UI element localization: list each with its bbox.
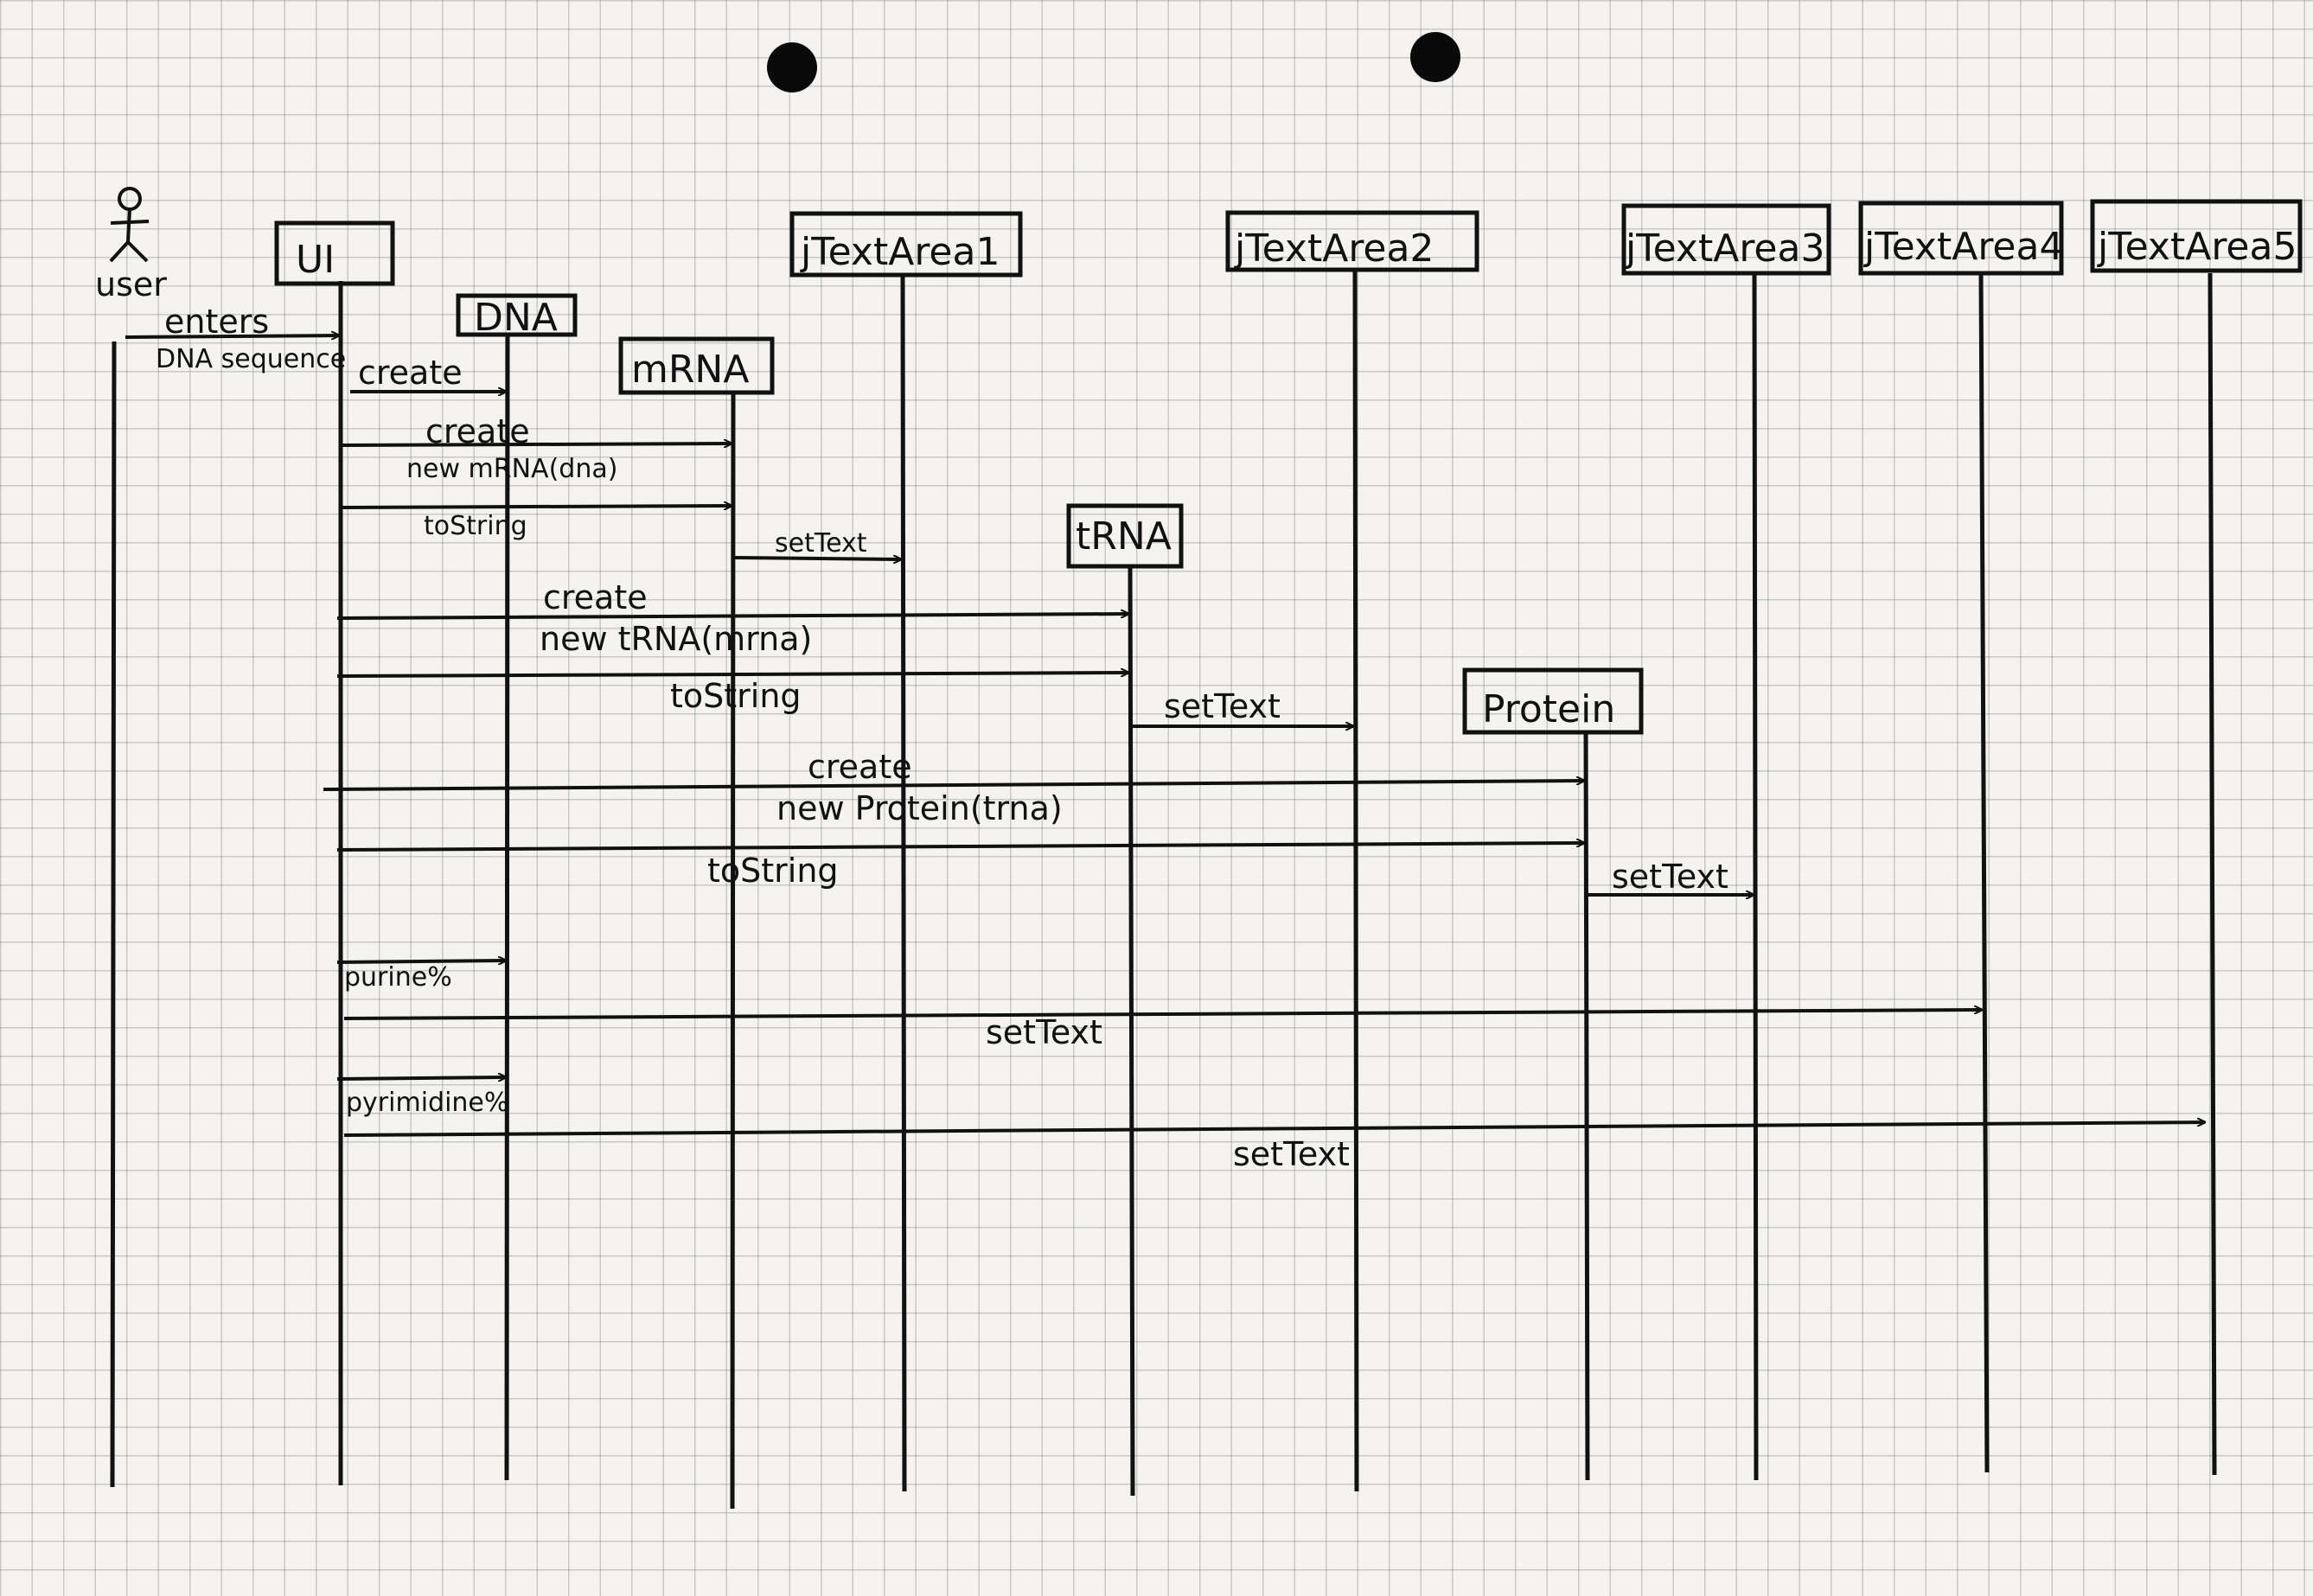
lifeline-jtextarea4 (1978, 272, 1990, 1473)
participant-box-jtextarea4 (1858, 201, 2064, 276)
participant-label-jtextarea1: jTextArea1 (800, 230, 1000, 274)
message-arrow-create-protein (323, 781, 1584, 791)
message-label-settext-2: setText (1164, 687, 1281, 725)
message-arrow-tostring-trna (336, 673, 1128, 678)
participant-label-dna: DNA (474, 296, 558, 340)
message-arrow-tostring-protein (336, 843, 1584, 852)
message-arrow-pyrimidine (336, 1077, 506, 1079)
participant-label-jtextarea2: jTextArea2 (1234, 227, 1434, 271)
lifeline-user (110, 341, 117, 1488)
participant-box-mrna (618, 336, 775, 395)
message-label-settext-1: setText (775, 528, 867, 559)
lifeline-dna (504, 332, 510, 1481)
message-arrow-create-trna (336, 614, 1128, 620)
participant-label-jtextarea4: jTextArea4 (1863, 225, 2063, 269)
message-label-create-trna: create (543, 578, 648, 616)
participant-label-mrna: mRNA (631, 348, 749, 392)
participant-box-jtextarea5 (2090, 199, 2303, 273)
participant-box-ui (274, 220, 395, 286)
message-arrow-settext-4 (343, 1010, 1982, 1020)
message-label-settext-3: setText (1612, 858, 1728, 896)
actor-label: user (95, 265, 167, 303)
participant-label-jtextarea3: jTextArea3 (1625, 227, 1824, 271)
lifeline-jtextarea5 (2208, 272, 2217, 1476)
message-label-create-mrna: create (425, 412, 530, 450)
message-label-settext-4: setText (986, 1013, 1102, 1051)
message-label-purine: purine% (344, 962, 452, 993)
message-label-new-mrna: new mRNA(dna) (406, 454, 617, 484)
message-label-tostring-mrna: toString (424, 511, 527, 541)
lifeline-protein (1583, 730, 1590, 1481)
user-actor-icon (109, 187, 150, 263)
participant-box-dna (456, 293, 578, 337)
participant-label-protein: Protein (1482, 687, 1615, 731)
message-arrow-settext-5 (343, 1122, 2205, 1137)
participant-box-jtextarea3 (1621, 203, 1831, 276)
participant-box-jtextarea1 (789, 211, 1023, 278)
message-label-tostring-trna: toString (670, 677, 802, 715)
punch-hole (767, 42, 817, 93)
message-arrow-enters (125, 335, 339, 337)
message-arrow-create-mrna (342, 444, 732, 445)
punch-hole (1410, 32, 1460, 82)
message-arrow-tostring-mrna (342, 506, 732, 508)
message-label-new-protein: new Protein(trna) (776, 789, 1063, 827)
participant-label-jtextarea5: jTextArea5 (2097, 225, 2297, 269)
message-arrow-settext-1 (734, 558, 901, 559)
message-arrow-purine (336, 961, 506, 962)
lifeline-jtextarea2 (1352, 269, 1359, 1492)
participant-box-protein (1462, 667, 1644, 735)
lifeline-jtextarea3 (1752, 272, 1759, 1481)
lifeline-mrna (730, 390, 736, 1510)
message-label-dna-sequence: DNA sequence (156, 344, 346, 374)
lifeline-jtextarea1 (900, 272, 907, 1492)
message-label-pyrimidine: pyrimidine% (346, 1088, 508, 1118)
participant-box-jtextarea2 (1225, 210, 1479, 272)
participant-label-trna: tRNA (1076, 514, 1172, 559)
message-label-tostring-protein: toString (707, 852, 839, 890)
message-label-new-trna: new tRNA(mrna) (540, 620, 812, 658)
lifeline-trna (1128, 565, 1135, 1497)
participant-box-trna (1066, 503, 1184, 569)
participant-label-ui: UI (296, 238, 335, 282)
message-label-enters: enters (164, 303, 269, 341)
message-label-create-protein: create (808, 748, 912, 786)
message-label-settext-5: setText (1233, 1135, 1350, 1173)
message-label-create-dna: create (358, 354, 463, 392)
